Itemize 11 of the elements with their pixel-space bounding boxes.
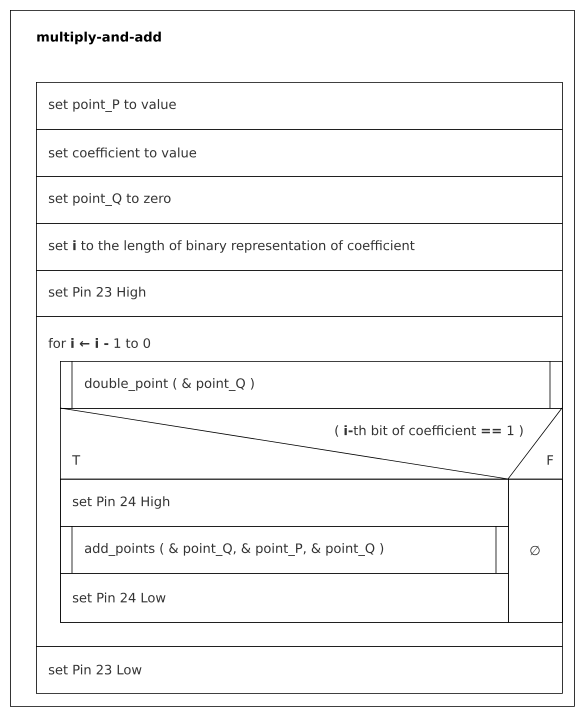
statement-box: set Pin 23 Low: [36, 646, 563, 694]
statement-box: set i to the length of binary representation of coefficient: [36, 223, 563, 271]
statement-box: set point_P to value: [36, 82, 563, 130]
empty-branch-box: ∅: [508, 479, 563, 623]
statement-box: set Pin 23 High: [36, 270, 563, 317]
statement-box: set point_Q to zero: [36, 176, 563, 224]
call-box: add_points ( & point_Q, & point_P, & point_Q ): [60, 526, 509, 574]
statement-box: set coefficient to value: [36, 129, 563, 177]
call-box: double_point ( & point_Q ): [60, 360, 563, 409]
statement-box: set Pin 24 High: [60, 479, 509, 527]
statement-box: set Pin 24 Low: [60, 573, 509, 623]
